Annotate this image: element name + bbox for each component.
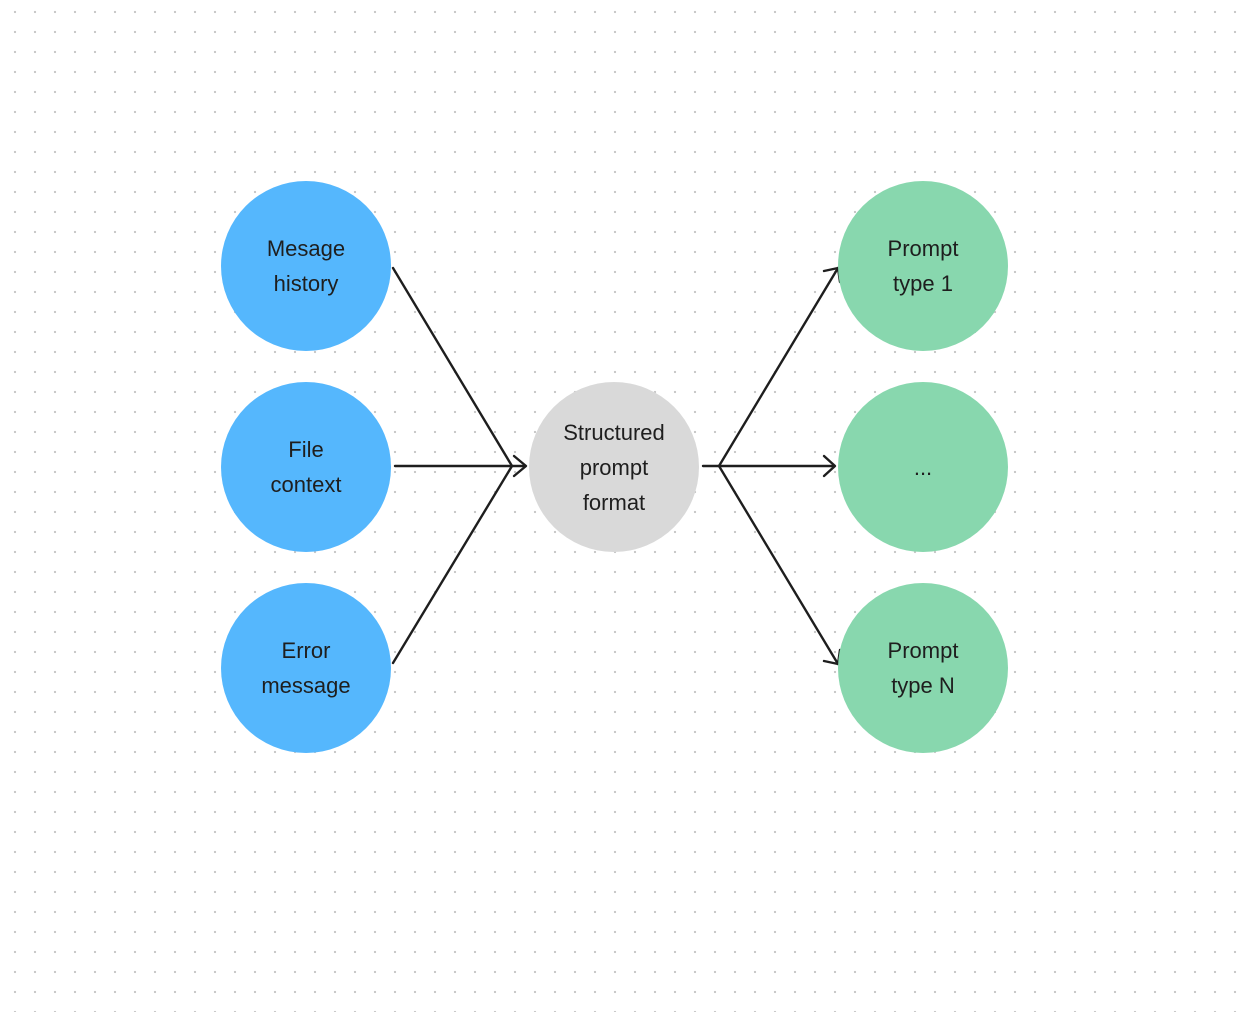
- arrowhead-output-2: [822, 454, 837, 478]
- node-label: Prompt type 1: [887, 236, 959, 296]
- connector-input-3-to-center: [391, 464, 514, 665]
- node-prompt-type-1[interactable]: Prompt type 1: [838, 181, 1008, 351]
- node-file-context[interactable]: File context: [221, 382, 391, 552]
- node-error-message[interactable]: Error message: [221, 583, 391, 753]
- node-label: Error message: [261, 638, 351, 698]
- connector-input-1-to-center: [391, 266, 514, 468]
- node-label: ...: [913, 454, 933, 480]
- node-message-history[interactable]: Mesage history: [221, 181, 391, 351]
- connector-center-to-output-3: [717, 464, 840, 666]
- arrowhead-center-in: [512, 454, 528, 478]
- node-label: Mesage history: [266, 236, 346, 296]
- node-label: Structured prompt format: [563, 419, 665, 515]
- node-label: Prompt type N: [887, 638, 959, 698]
- node-prompt-type-n[interactable]: Prompt type N: [838, 583, 1008, 753]
- node-structured-prompt-format[interactable]: Structured prompt format: [529, 382, 699, 552]
- connector-center-to-output-1: [717, 266, 840, 468]
- node-label: File context: [270, 437, 342, 497]
- node-prompt-type-ellipsis[interactable]: ...: [838, 382, 1008, 552]
